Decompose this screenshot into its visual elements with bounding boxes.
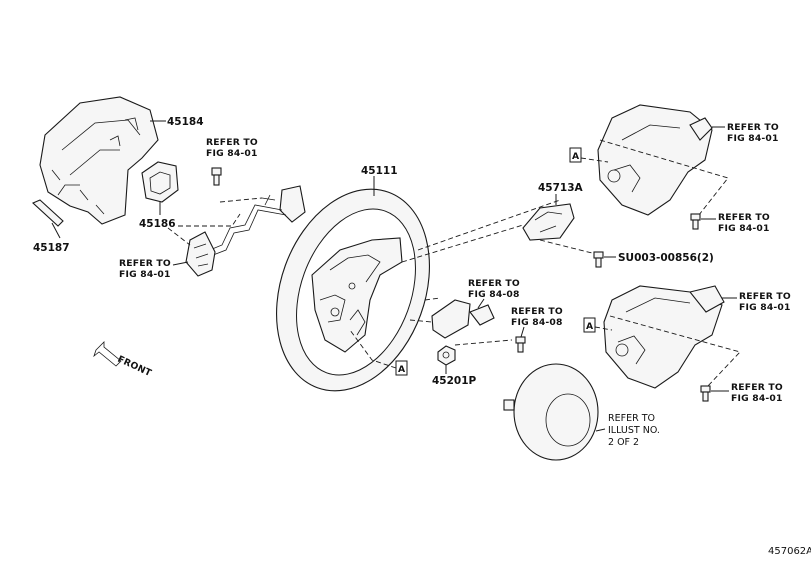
fig-84-01-ref[interactable]: FIG 84-01 [727, 133, 779, 144]
leader-illust [595, 428, 606, 432]
wiring-harness[interactable] [185, 185, 306, 277]
pad-45713A[interactable] [522, 203, 575, 241]
refer-to-label: REFER TO [718, 212, 770, 223]
part-number-45201P: 45201P [432, 375, 477, 387]
diagram-id: 457062A [768, 546, 811, 557]
dashed-leader-cover-bottom [609, 315, 741, 389]
steering-wheel-45111[interactable] [250, 168, 456, 413]
screw-icon[interactable] [690, 213, 701, 230]
fig-84-01-ref[interactable]: FIG 84-01 [119, 269, 171, 280]
dashed-leader-switch [409, 297, 513, 346]
refer-to-illust-line1: REFER TO [608, 413, 655, 424]
leader-screw [520, 326, 525, 338]
refer-to-label: REFER TO [206, 137, 258, 148]
reference-box-a-label: A [572, 151, 580, 162]
part-number-45187: 45187 [33, 242, 70, 254]
refer-to-illust-line3: 2 OF 2 [608, 437, 639, 448]
reference-box-a[interactable] [569, 147, 582, 163]
dashed-leader-wheel-top [417, 199, 561, 251]
refer-to-label: REFER TO [731, 382, 783, 393]
dashed-leader-a-bottom [594, 326, 613, 331]
part-number-su003: SU003-00856(2) [618, 252, 714, 264]
steering-cover-45184[interactable] [39, 96, 159, 225]
nut-45201P[interactable] [437, 345, 456, 366]
screw-icon[interactable] [515, 336, 526, 353]
airbag-module[interactable] [503, 363, 599, 461]
refer-to-label: REFER TO [511, 306, 563, 317]
refer-to-label: REFER TO [739, 291, 791, 302]
dashed-leader-pad-screw [539, 239, 601, 256]
part-number-45111: 45111 [361, 165, 398, 177]
refer-to-label: REFER TO [468, 278, 520, 289]
dashed-leader-cover-top [599, 139, 729, 221]
front-label: FRONT [116, 354, 154, 379]
pad-45186[interactable] [141, 161, 179, 203]
part-number-45184: 45184 [167, 116, 204, 128]
fig-84-01-ref[interactable]: FIG 84-01 [206, 148, 258, 159]
fig-84-08-ref[interactable]: FIG 84-08 [511, 317, 563, 328]
screw-icon[interactable] [700, 385, 711, 402]
leader-45187 [51, 222, 61, 239]
part-number-45713A: 45713A [538, 182, 584, 194]
reference-box-a-label: A [398, 364, 406, 375]
screw-su003[interactable] [593, 251, 604, 268]
part-number-45186: 45186 [139, 218, 176, 230]
dashed-leader-pad [219, 197, 263, 203]
dashed-leader-harness [178, 213, 241, 227]
dashed-leader-a-center [349, 329, 397, 369]
fig-84-01-ref[interactable]: FIG 84-01 [731, 393, 783, 404]
clip-45187[interactable] [32, 199, 64, 227]
front-arrow-icon [93, 341, 122, 367]
steering-switch-assembly[interactable] [431, 299, 495, 339]
lower-cover-lower[interactable] [603, 285, 725, 389]
fig-84-01-ref[interactable]: FIG 84-01 [739, 302, 791, 313]
lower-cover-upper[interactable] [597, 104, 713, 216]
leader-fig-84-01 [172, 261, 189, 266]
refer-to-label: REFER TO [727, 122, 779, 133]
bolt-icon[interactable] [211, 167, 222, 186]
refer-to-label: REFER TO [119, 258, 171, 269]
fig-84-01-ref[interactable]: FIG 84-01 [718, 223, 770, 234]
reference-box-a-label: A [586, 321, 594, 332]
dashed-leader-a-top [580, 157, 609, 163]
fig-84-08-ref[interactable]: FIG 84-08 [468, 289, 520, 300]
leader-fig-84-08 [477, 298, 485, 309]
dashed-leader-pad-wheel [401, 224, 524, 263]
dashed-leader-clip [167, 227, 191, 246]
reference-box-a[interactable] [583, 317, 596, 333]
refer-to-illust-line2[interactable]: ILLUST NO. [608, 425, 660, 436]
